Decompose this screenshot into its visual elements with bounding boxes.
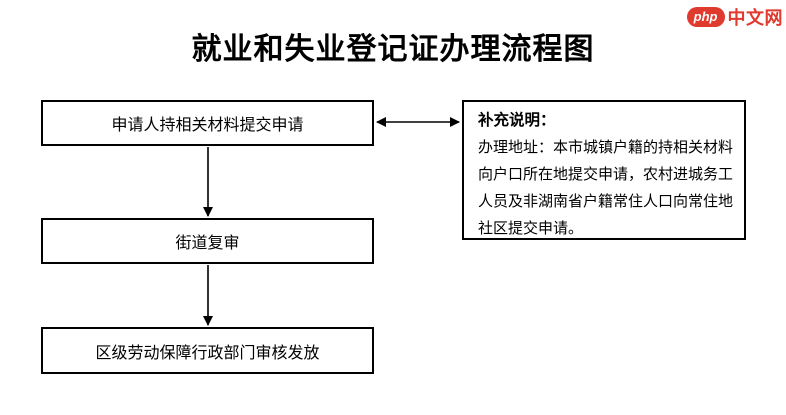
flow-step-label: 区级劳动保障行政部门审核发放: [95, 344, 320, 362]
note-title: 补充说明：: [478, 112, 556, 129]
site-logo-text: 中文网: [727, 8, 783, 28]
supplementary-note-box: 补充说明： 办理地址：本市城镇户籍的持相关材料 向户口所在地提交申请，农村进城务…: [462, 100, 746, 240]
flow-step-district-issue: 区级劳动保障行政部门审核发放: [41, 327, 374, 374]
flow-step-label: 街道复审: [175, 235, 240, 252]
php-logo-icon: php: [686, 7, 725, 27]
page-title: 就业和失业登记证办理流程图: [191, 33, 595, 66]
flow-step-label: 申请人持相关材料提交申请: [111, 117, 304, 134]
note-line: 向户口所在地提交申请，农村进城务工: [478, 166, 734, 183]
site-logo: php 中文网: [686, 4, 783, 30]
flow-step-submit-application: 申请人持相关材料提交申请: [41, 100, 374, 146]
note-line: 社区提交申请。: [478, 220, 584, 237]
flow-step-street-review: 街道复审: [41, 218, 374, 264]
note-line: 办理地址：本市城镇户籍的持相关材料: [478, 139, 734, 156]
note-line: 人员及非湖南省户籍常住人口向常住地: [478, 193, 734, 210]
